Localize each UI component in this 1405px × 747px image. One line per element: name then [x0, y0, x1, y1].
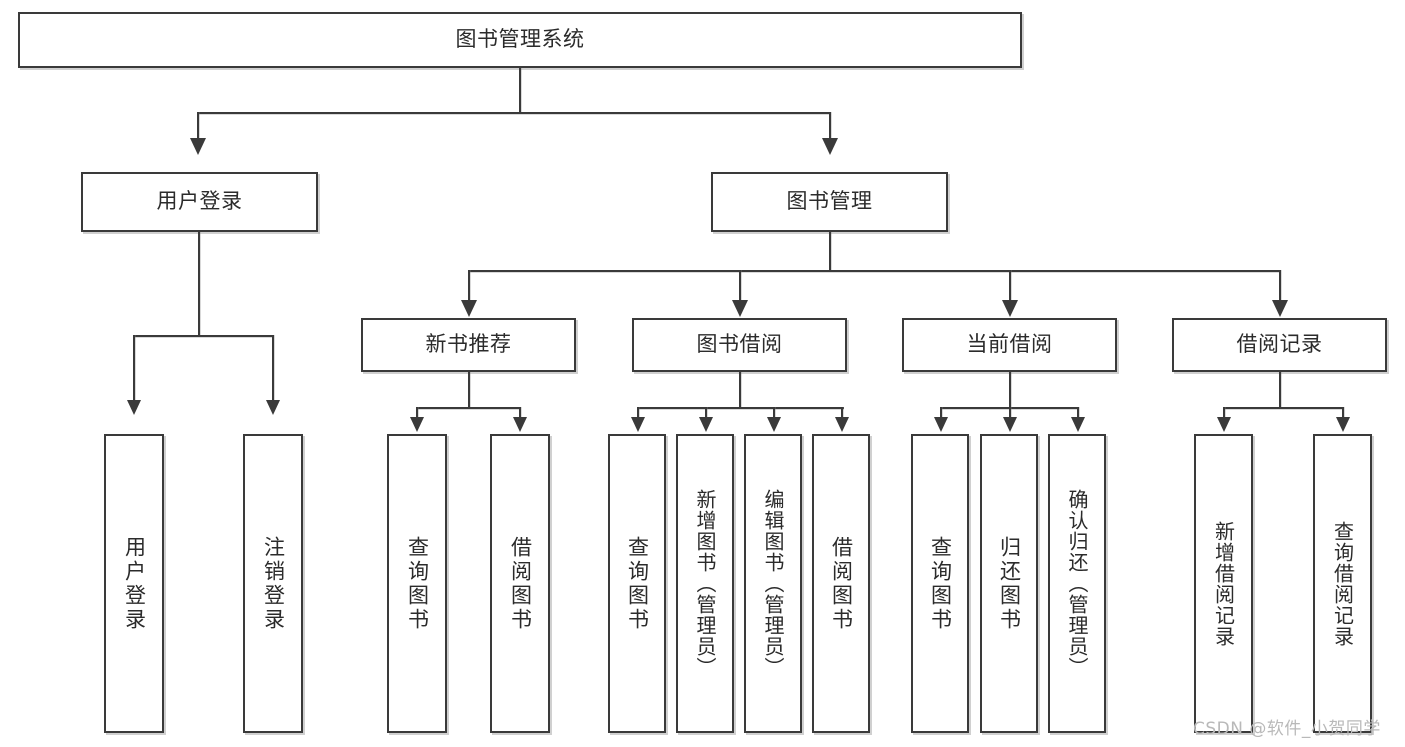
connector-borrow-leaf2 — [705, 407, 707, 417]
watermark-text: CSDN @软件_小贺同学 — [1193, 719, 1381, 739]
node-label: 确认归还（管理员） — [1065, 489, 1089, 678]
connector-bookmgmt-bus — [468, 270, 1280, 272]
connector-root-stem — [519, 68, 521, 112]
node-root-system[interactable]: 图书管理系统 — [18, 12, 1022, 68]
connector-bookmgmt-stem — [829, 232, 831, 270]
arrow-icon-newbook-leaf1 — [410, 417, 424, 432]
connector-newbook-leaf1 — [416, 407, 418, 417]
connector-bookmgmt-to-borrow — [739, 270, 741, 300]
node-user-login[interactable]: 用户登录 — [81, 172, 318, 232]
leaf-record-add-record[interactable]: 新增借阅记录 — [1194, 434, 1253, 733]
connector-userlogin-to-leaf2 — [272, 335, 274, 400]
connector-userlogin-stem — [198, 232, 200, 335]
connector-bookmgmt-to-newbook — [468, 270, 470, 300]
leaf-newbook-query-book[interactable]: 查询图书 — [387, 434, 447, 733]
arrow-icon-borrow-leaf3 — [767, 417, 781, 432]
connector-borrow-stem — [739, 372, 741, 407]
node-current-borrow[interactable]: 当前借阅 — [902, 318, 1117, 372]
connector-newbook-leaf2 — [519, 407, 521, 417]
connector-record-bus — [1223, 407, 1342, 409]
leaf-current-return-book[interactable]: 归还图书 — [980, 434, 1038, 733]
arrow-icon-record-leaf2 — [1336, 417, 1350, 432]
arrow-icon-root-to-userlogin — [190, 138, 206, 155]
node-label: 查询借阅记录 — [1330, 520, 1355, 647]
node-label: 新增借阅记录 — [1211, 520, 1236, 647]
leaf-current-query-book[interactable]: 查询图书 — [911, 434, 969, 733]
arrow-icon-record-leaf1 — [1217, 417, 1231, 432]
connector-root-to-userlogin — [197, 112, 199, 138]
arrow-icon-userlogin-leaf1 — [127, 400, 141, 415]
node-label: 用户登录 — [156, 189, 243, 214]
node-label: 新增图书（管理员） — [693, 489, 717, 678]
connector-bookmgmt-to-record — [1279, 270, 1281, 300]
connector-root-bus — [197, 112, 831, 114]
node-label: 查询图书 — [405, 535, 430, 632]
connector-userlogin-to-leaf1 — [133, 335, 135, 400]
arrow-icon-current-leaf1 — [934, 417, 948, 432]
connector-borrow-leaf4 — [841, 407, 843, 417]
leaf-borrow-query-book[interactable]: 查询图书 — [608, 434, 666, 733]
connector-userlogin-bus — [133, 335, 273, 337]
arrow-icon-bookmgmt-record — [1272, 300, 1288, 317]
node-label: 注销登录 — [261, 535, 286, 632]
node-book-management[interactable]: 图书管理 — [711, 172, 948, 232]
node-borrow-record[interactable]: 借阅记录 — [1172, 318, 1387, 372]
node-label: 图书管理系统 — [455, 27, 585, 52]
arrow-icon-current-leaf2 — [1003, 417, 1017, 432]
node-label: 查询图书 — [928, 535, 953, 632]
node-label: 新书推荐 — [425, 332, 512, 357]
node-book-borrow[interactable]: 图书借阅 — [632, 318, 847, 372]
arrow-icon-bookmgmt-borrow — [732, 300, 748, 317]
node-label: 借阅图书 — [508, 535, 533, 632]
connector-borrow-leaf3 — [773, 407, 775, 417]
node-label: 当前借阅 — [966, 332, 1053, 357]
node-label: 图书管理 — [786, 189, 873, 214]
connector-bookmgmt-to-current — [1009, 270, 1011, 300]
arrow-icon-borrow-leaf4 — [835, 417, 849, 432]
leaf-user-login-logout[interactable]: 注销登录 — [243, 434, 303, 733]
leaf-current-confirm-return-admin[interactable]: 确认归还（管理员） — [1048, 434, 1106, 733]
arrow-icon-newbook-leaf2 — [513, 417, 527, 432]
node-label: 编辑图书（管理员） — [761, 489, 785, 678]
connector-record-stem — [1279, 372, 1281, 407]
connector-current-leaf1 — [940, 407, 942, 417]
connector-current-leaf2 — [1009, 407, 1011, 417]
connector-record-leaf2 — [1342, 407, 1344, 417]
node-label: 用户登录 — [122, 535, 147, 632]
node-new-book-recommend[interactable]: 新书推荐 — [361, 318, 576, 372]
leaf-user-login-login[interactable]: 用户登录 — [104, 434, 164, 733]
arrow-icon-borrow-leaf1 — [631, 417, 645, 432]
connector-borrow-leaf1 — [637, 407, 639, 417]
node-label: 借阅记录 — [1236, 332, 1323, 357]
connector-record-leaf1 — [1223, 407, 1225, 417]
connector-current-stem — [1009, 372, 1011, 407]
node-label: 借阅图书 — [829, 535, 854, 632]
leaf-borrow-edit-book-admin[interactable]: 编辑图书（管理员） — [744, 434, 802, 733]
arrow-icon-current-leaf3 — [1071, 417, 1085, 432]
leaf-newbook-borrow-book[interactable]: 借阅图书 — [490, 434, 550, 733]
connector-current-leaf3 — [1077, 407, 1079, 417]
arrow-icon-borrow-leaf2 — [699, 417, 713, 432]
node-label: 图书借阅 — [696, 332, 783, 357]
connector-newbook-stem — [468, 372, 470, 407]
arrow-icon-root-to-bookmgmt — [822, 138, 838, 155]
node-label: 查询图书 — [625, 535, 650, 632]
connector-borrow-bus — [637, 407, 844, 409]
leaf-borrow-add-book-admin[interactable]: 新增图书（管理员） — [676, 434, 734, 733]
leaf-borrow-borrow-book[interactable]: 借阅图书 — [812, 434, 870, 733]
arrow-icon-bookmgmt-current — [1002, 300, 1018, 317]
leaf-record-query-record[interactable]: 查询借阅记录 — [1313, 434, 1372, 733]
arrow-icon-userlogin-leaf2 — [266, 400, 280, 415]
arrow-icon-bookmgmt-newbook — [461, 300, 477, 317]
connector-root-to-bookmgmt — [829, 112, 831, 138]
connector-newbook-bus — [416, 407, 521, 409]
node-label: 归还图书 — [997, 535, 1022, 632]
